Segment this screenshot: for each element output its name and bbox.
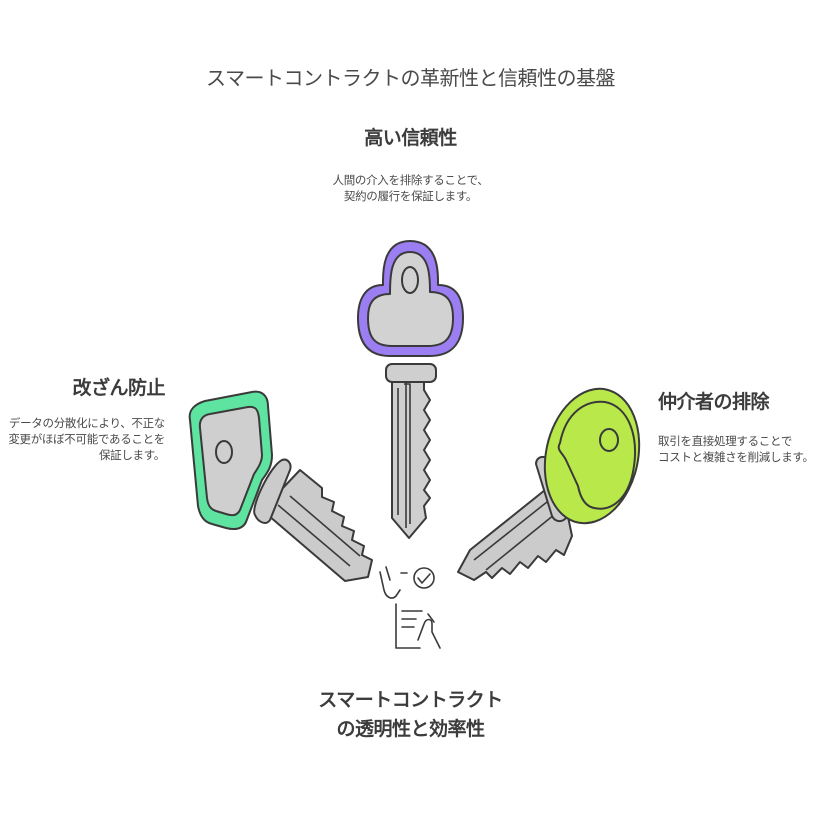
description-line: 人間の介入を排除することで、	[332, 173, 489, 187]
description-line: 契約の履行を保証します。	[343, 189, 478, 203]
description-line: 変更がほぼ不可能であることを	[8, 432, 165, 446]
contract-handshake-icon	[379, 566, 441, 649]
description-tamper-proof: データの分散化により、不正な 変更がほぼ不可能であることを 保証します。	[5, 415, 165, 463]
diagram-title: スマートコントラクトの革新性と信頼性の基盤	[206, 66, 615, 90]
heading-line: の透明性と効率性	[336, 718, 485, 740]
heading-high-reliability: 高い信頼性	[364, 127, 457, 149]
description-line: コストと複雑さを削減します。	[658, 450, 814, 464]
description-eliminate-intermediaries: 取引を直接処理することで コストと複雑さを削減します。	[658, 433, 818, 465]
description-line: 取引を直接処理することで	[658, 434, 793, 448]
green-key-icon	[188, 390, 373, 582]
purple-key-icon	[357, 240, 464, 539]
heading-transparency-efficiency: スマートコントラクト の透明性と効率性	[0, 686, 821, 744]
heading-eliminate-intermediaries: 仲介者の排除	[658, 391, 770, 413]
heading-line: スマートコントラクト	[318, 689, 503, 711]
heading-tamper-proof: 改ざん防止	[72, 377, 165, 399]
lime-key-icon	[457, 387, 641, 581]
description-line: データの分散化により、不正な	[8, 416, 165, 430]
description-high-reliability: 人間の介入を排除することで、 契約の履行を保証します。	[0, 172, 821, 204]
description-line: 保証します。	[98, 448, 165, 462]
